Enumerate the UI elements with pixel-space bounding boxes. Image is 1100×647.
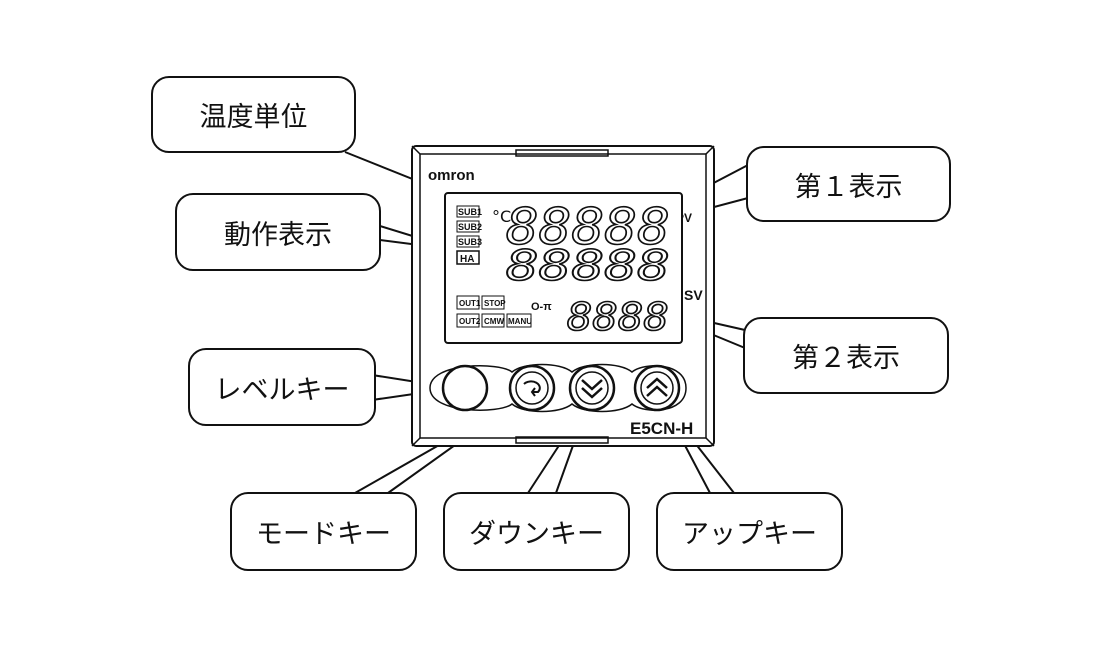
sub3-indicator: SUB3 (458, 237, 482, 247)
callout-up-key: アップキー (656, 492, 843, 571)
sub1-indicator: SUB1 (458, 207, 482, 217)
out2-indicator: OUT2 (459, 317, 481, 326)
stop-indicator: STOP (484, 299, 506, 308)
output-indicators: OUT1 STOP OUT2 CMW MANU (456, 295, 532, 328)
sub-indicators: SUB1 SUB2 SUB3 HA (456, 205, 482, 265)
callout-operation-indicators: 動作表示 (175, 193, 381, 271)
callout-display1: 第１表示 (746, 146, 951, 222)
manu-indicator: MANU (508, 317, 532, 326)
callout-temp-unit: 温度単位 (151, 76, 356, 153)
key-protect-icon: O-π (531, 301, 552, 313)
sv-label: SV (684, 287, 703, 303)
mode-key[interactable] (508, 364, 556, 412)
device-body: omron PV SV SUB1 SUB2 SUB3 HA °C 88888 8… (411, 145, 715, 447)
cmw-indicator: CMW (484, 317, 504, 326)
chevron-down-icon (581, 379, 603, 399)
callout-down-key: ダウンキー (443, 492, 630, 571)
chevron-up-icon (646, 377, 668, 397)
down-key[interactable] (568, 364, 616, 412)
ha-indicator: HA (460, 254, 474, 265)
mode-icon (523, 380, 541, 397)
pv2-display: 88888 (506, 241, 670, 290)
model-label: E5CN-H (630, 419, 693, 438)
level-key[interactable] (441, 364, 489, 412)
callout-display2: 第２表示 (743, 317, 949, 394)
temp-unit-indicator: °C (492, 207, 511, 226)
callout-mode-key: モードキー (230, 492, 417, 571)
callout-level-key: レベルキー (188, 348, 376, 426)
out1-indicator: OUT1 (459, 299, 481, 308)
sv-display: 8888 (567, 295, 669, 339)
pv-display: 88888 (506, 198, 670, 256)
up-key[interactable] (633, 364, 681, 412)
brand-logo: omron (428, 167, 475, 184)
sub2-indicator: SUB2 (458, 222, 482, 232)
